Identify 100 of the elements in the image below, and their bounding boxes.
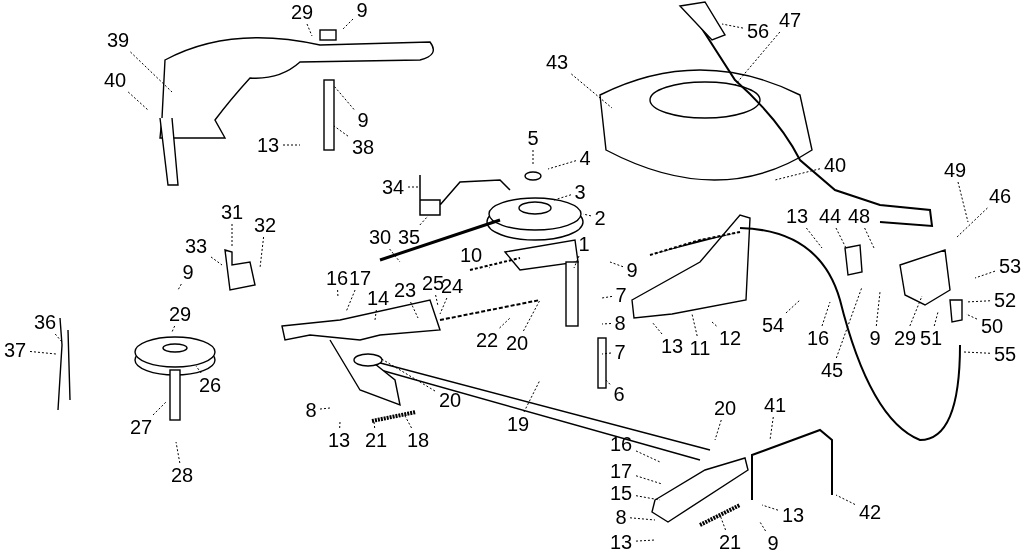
callout-number: 9 <box>182 262 194 282</box>
leader-line <box>171 325 176 333</box>
callout-number: 14 <box>366 288 390 308</box>
callout-number: 29 <box>290 2 314 22</box>
leader-line <box>933 311 939 327</box>
callout-number: 44 <box>818 206 842 226</box>
callout-number: 48 <box>847 206 871 226</box>
leader-line <box>835 227 847 249</box>
callout-number: 5 <box>527 128 539 148</box>
leader-line <box>965 300 991 303</box>
leader-line <box>721 23 744 29</box>
callout-number: 16 <box>806 328 830 348</box>
callout-number: 26 <box>198 375 222 395</box>
leader-line <box>769 416 774 441</box>
leader-line <box>955 207 988 239</box>
leader-line <box>553 194 572 201</box>
leader-line <box>345 289 356 313</box>
leader-line <box>957 181 969 223</box>
callout-number: 21 <box>718 532 742 552</box>
leader-line <box>963 351 991 354</box>
leader-line <box>499 317 511 329</box>
callout-number: 41 <box>763 395 787 415</box>
leader-line <box>319 407 331 410</box>
callout-number: 12 <box>718 328 742 348</box>
leader-line <box>210 256 223 266</box>
leader-line <box>601 323 612 325</box>
callout-number: 17 <box>348 268 372 288</box>
leader-line <box>691 313 698 337</box>
leader-line <box>231 223 233 248</box>
callout-number: 37 <box>3 340 27 360</box>
callout-number: 16 <box>325 268 349 288</box>
callout-number: 52 <box>993 290 1017 310</box>
leader-line <box>609 261 624 268</box>
callout-number: 40 <box>823 155 847 175</box>
leader-line <box>374 309 377 321</box>
callout-number: 13 <box>781 505 805 525</box>
callout-number: 1 <box>578 234 590 254</box>
leader-line <box>379 357 436 392</box>
callout-number: 20 <box>438 390 462 410</box>
callout-number: 8 <box>614 313 626 333</box>
leader-line <box>54 333 63 343</box>
callout-number: 27 <box>129 417 153 437</box>
callout-number: 47 <box>778 10 802 30</box>
callout-number: 46 <box>988 186 1012 206</box>
callout-number: 29 <box>168 304 192 324</box>
leader-line <box>785 299 801 314</box>
callout-number: 9 <box>356 0 368 20</box>
callout-number: 10 <box>459 245 483 265</box>
callout-number: 55 <box>993 344 1017 364</box>
leader-line <box>774 168 821 181</box>
leader-line <box>635 539 656 542</box>
callout-number: 40 <box>103 70 127 90</box>
leader-line <box>439 297 448 315</box>
callout-number: 32 <box>253 215 277 235</box>
callout-number: 35 <box>397 227 421 247</box>
leader-line <box>259 236 265 269</box>
callout-number: 53 <box>998 256 1022 276</box>
leader-line <box>127 91 149 111</box>
callout-number: 9 <box>626 260 638 280</box>
callout-number: 13 <box>327 430 351 450</box>
leader-line <box>719 514 727 531</box>
callout-number: 49 <box>943 160 967 180</box>
leader-line <box>629 517 656 521</box>
callout-number: 22 <box>475 330 499 350</box>
leader-line <box>339 421 341 429</box>
callout-number: 8 <box>615 507 627 527</box>
leader-line <box>389 248 401 263</box>
callout-number: 43 <box>545 52 569 72</box>
callout-number: 19 <box>506 414 530 434</box>
callout-number: 6 <box>613 384 625 404</box>
leader-line <box>875 291 881 327</box>
leader-line <box>864 227 875 249</box>
callout-number: 45 <box>820 360 844 380</box>
leader-line <box>601 352 612 355</box>
leader-line <box>407 186 421 188</box>
leader-line <box>821 301 831 327</box>
callout-number: 31 <box>220 202 244 222</box>
leader-line <box>29 350 57 355</box>
leader-line <box>333 85 355 110</box>
leader-line <box>835 494 856 505</box>
callout-number: 23 <box>393 280 417 300</box>
callout-number: 9 <box>767 533 779 553</box>
leader-line <box>835 286 863 359</box>
leader-line <box>152 401 167 416</box>
leader-line <box>582 213 592 217</box>
callout-number: 30 <box>368 227 392 247</box>
callout-number: 33 <box>184 236 208 256</box>
callout-number: 13 <box>660 336 684 356</box>
leader-line <box>761 504 779 511</box>
callout-number: 20 <box>713 398 737 418</box>
callout-number: 15 <box>609 483 633 503</box>
leader-line <box>410 301 419 319</box>
callout-number: 28 <box>170 465 194 485</box>
leader-line <box>635 495 661 501</box>
leader-line <box>759 521 767 532</box>
callout-number: 2 <box>594 208 606 228</box>
callout-number: 51 <box>919 328 943 348</box>
callout-number: 21 <box>364 430 388 450</box>
callout-number: 17 <box>609 461 633 481</box>
callout-number: 39 <box>106 30 130 50</box>
